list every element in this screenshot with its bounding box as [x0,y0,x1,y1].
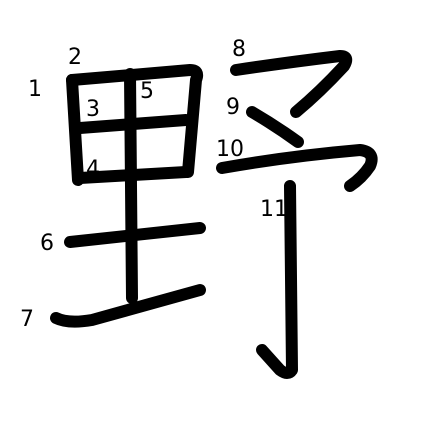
stroke-6 [64,222,206,248]
stroke-number-11: 11 [260,197,288,222]
stroke-2 [66,64,204,178]
stroke-number-10: 10 [216,137,244,162]
stroke-number-1: 1 [28,77,42,102]
stroke-5 [124,68,138,304]
stroke-group [50,50,378,379]
stroke-8 [230,50,353,118]
stroke-number-9: 9 [226,95,240,120]
stroke-number-group: 1 2 3 4 5 6 7 8 9 10 11 [20,37,288,332]
stroke-number-2: 2 [68,45,82,70]
stroke-number-8: 8 [232,37,246,62]
stroke-9 [246,106,304,148]
stroke-number-5: 5 [140,79,154,104]
stroke-number-7: 7 [20,307,34,332]
stroke-number-4: 4 [86,157,100,182]
stroke-10 [216,144,378,192]
stroke-number-3: 3 [86,97,100,122]
stroke-number-6: 6 [40,231,54,256]
stroke-7 [50,284,206,328]
stroke-11 [256,180,298,379]
